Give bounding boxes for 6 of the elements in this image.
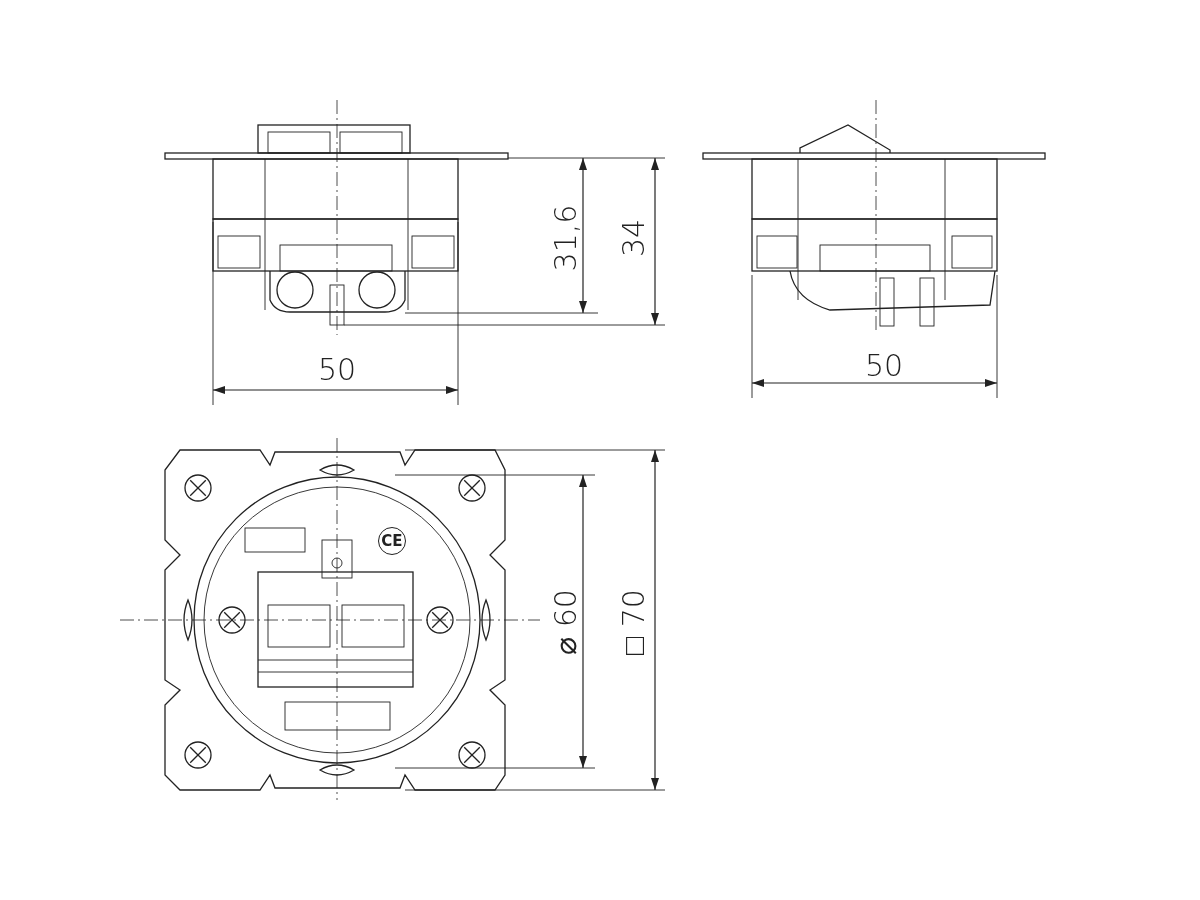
dimension-label: 50 xyxy=(864,351,904,381)
dimension-label: 50 xyxy=(317,355,357,385)
dimension-label: □ 70 xyxy=(619,589,649,655)
dimension-label: 31,6 xyxy=(551,204,581,272)
dimension-label: 34 xyxy=(619,218,649,258)
dimension-label: ⌀ 60 xyxy=(551,589,581,655)
